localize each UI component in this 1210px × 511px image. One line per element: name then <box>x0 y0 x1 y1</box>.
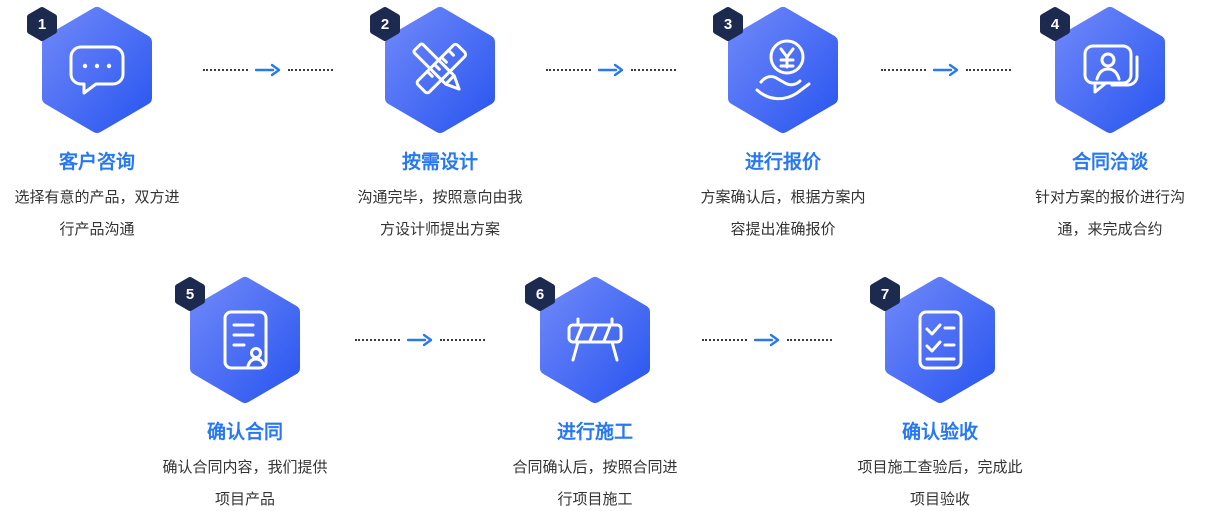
dashed-line <box>881 69 926 71</box>
step-title: 确认验收 <box>901 422 978 443</box>
step-description: 方案确认后，根据方案内 容提出准确报价 <box>663 182 903 246</box>
step-description-line: 沟通完毕，按照意向由我 <box>357 189 523 206</box>
step-number: 7 <box>881 286 889 303</box>
dashed-line <box>546 69 591 71</box>
step-title: 进行施工 <box>556 422 633 443</box>
arrow-right-icon <box>933 63 959 77</box>
step-description-line: 方设计师提出方案 <box>379 221 500 238</box>
step-description: 选择有意的产品，双方进 行产品沟通 <box>0 182 217 246</box>
step-title: 进行报价 <box>744 152 821 173</box>
acceptance-icon <box>918 310 963 370</box>
step-description-line: 容提出准确报价 <box>730 221 836 238</box>
step-3: 3 进行报价 方案确认后，根据方案内 容提出准确报价 <box>663 0 903 246</box>
contract-icon <box>223 310 268 370</box>
step-number: 1 <box>38 16 46 33</box>
step-5-hexagon: 5 <box>175 277 300 403</box>
step-description-line: 针对方案的报价进行沟 <box>1034 189 1185 206</box>
step-description: 项目施工查验后，完成此 项目验收 <box>820 452 1060 511</box>
step-2-hexagon: 2 <box>370 7 495 133</box>
step-number-badge <box>1040 7 1070 41</box>
step-title: 按需设计 <box>401 152 478 173</box>
dashed-line <box>440 339 485 341</box>
step-description-line: 项目施工查验后，完成此 <box>857 459 1023 476</box>
step-description: 沟通完毕，按照意向由我 方设计师提出方案 <box>320 182 560 246</box>
dashed-line <box>631 69 676 71</box>
step-description: 确认合同内容，我们提供 项目产品 <box>125 452 365 511</box>
step-description-line: 通，来完成合约 <box>1057 221 1163 238</box>
step-title: 确认合同 <box>206 422 283 443</box>
step-description-line: 选择有意的产品，双方进 <box>14 189 180 206</box>
step-number: 4 <box>1051 16 1060 33</box>
step-number-badge <box>713 7 743 41</box>
dashed-line <box>355 339 400 341</box>
step-title: 合同洽谈 <box>1071 152 1148 173</box>
step-description-line: 确认合同内容，我们提供 <box>162 459 328 476</box>
dashed-line <box>787 339 832 341</box>
hexagon-shape <box>728 7 838 133</box>
step-description-line: 方案确认后，根据方案内 <box>700 189 866 206</box>
dashed-line <box>702 339 747 341</box>
connector-step2-step3 <box>546 63 676 77</box>
step-2: 2 按需设计 沟通完毕，按照意向由我 方设计师提出方案 <box>320 0 560 246</box>
hexagon-shape <box>42 7 152 133</box>
design-icon <box>412 42 468 95</box>
step-3-hexagon: 3 <box>713 7 838 133</box>
connector-step1-step2 <box>203 63 333 77</box>
step-number-badge <box>870 277 900 311</box>
step-5: 5 确认合同 确认合同内容，我们提供 项目产品 <box>125 270 365 511</box>
step-description-line: 项目产品 <box>214 491 275 508</box>
step-number-badge <box>370 7 400 41</box>
step-description: 合同确认后，按照合同进 行项目施工 <box>475 452 715 511</box>
step-number: 5 <box>186 286 194 303</box>
step-number-badge <box>525 277 555 311</box>
step-number-badge <box>27 7 57 41</box>
price-icon <box>755 39 811 101</box>
step-description: 针对方案的报价进行沟 通，来完成合约 <box>990 182 1210 246</box>
step-description-line: 项目验收 <box>909 491 970 508</box>
arrow-right-icon <box>754 333 780 347</box>
dashed-line <box>966 69 1011 71</box>
step-1: 1 客户咨询 选择有意的产品，双方进 行产品沟通 <box>0 0 217 246</box>
connector-step5-step6 <box>355 333 485 347</box>
connector-step3-step4 <box>881 63 1011 77</box>
step-number: 6 <box>536 286 544 303</box>
step-6: 6 进行施工 合同确认后，按照合同进 行项目施工 <box>475 270 715 511</box>
step-7-hexagon: 7 <box>870 277 995 403</box>
construction-icon <box>567 317 623 362</box>
arrow-right-icon <box>598 63 624 77</box>
chat-icon <box>69 45 125 95</box>
arrow-right-icon <box>255 63 281 77</box>
step-number: 3 <box>724 16 732 33</box>
step-number: 2 <box>381 16 389 33</box>
step-4: 4 合同洽谈 针对方案的报价进行沟 通，来完成合约 <box>990 0 1210 246</box>
hexagon-shape <box>540 277 650 403</box>
step-number-badge <box>175 277 205 311</box>
step-4-hexagon: 4 <box>1040 7 1165 133</box>
hexagon-shape <box>885 277 995 403</box>
step-description-line: 行产品沟通 <box>59 221 135 238</box>
connector-step6-step7 <box>702 333 832 347</box>
hexagon-shape <box>190 277 300 403</box>
step-description-line: 合同确认后，按照合同进 <box>512 459 678 476</box>
dashed-line <box>288 69 333 71</box>
negotiation-icon <box>1083 44 1139 94</box>
dashed-line <box>203 69 248 71</box>
step-description-line: 行项目施工 <box>557 491 633 508</box>
step-6-hexagon: 6 <box>525 277 650 403</box>
step-title: 客户咨询 <box>58 152 135 173</box>
arrow-right-icon <box>407 333 433 347</box>
step-1-hexagon: 1 <box>27 7 152 133</box>
step-7: 7 确认验收 项目施工查验后，完成此 项目验收 <box>820 270 1060 511</box>
